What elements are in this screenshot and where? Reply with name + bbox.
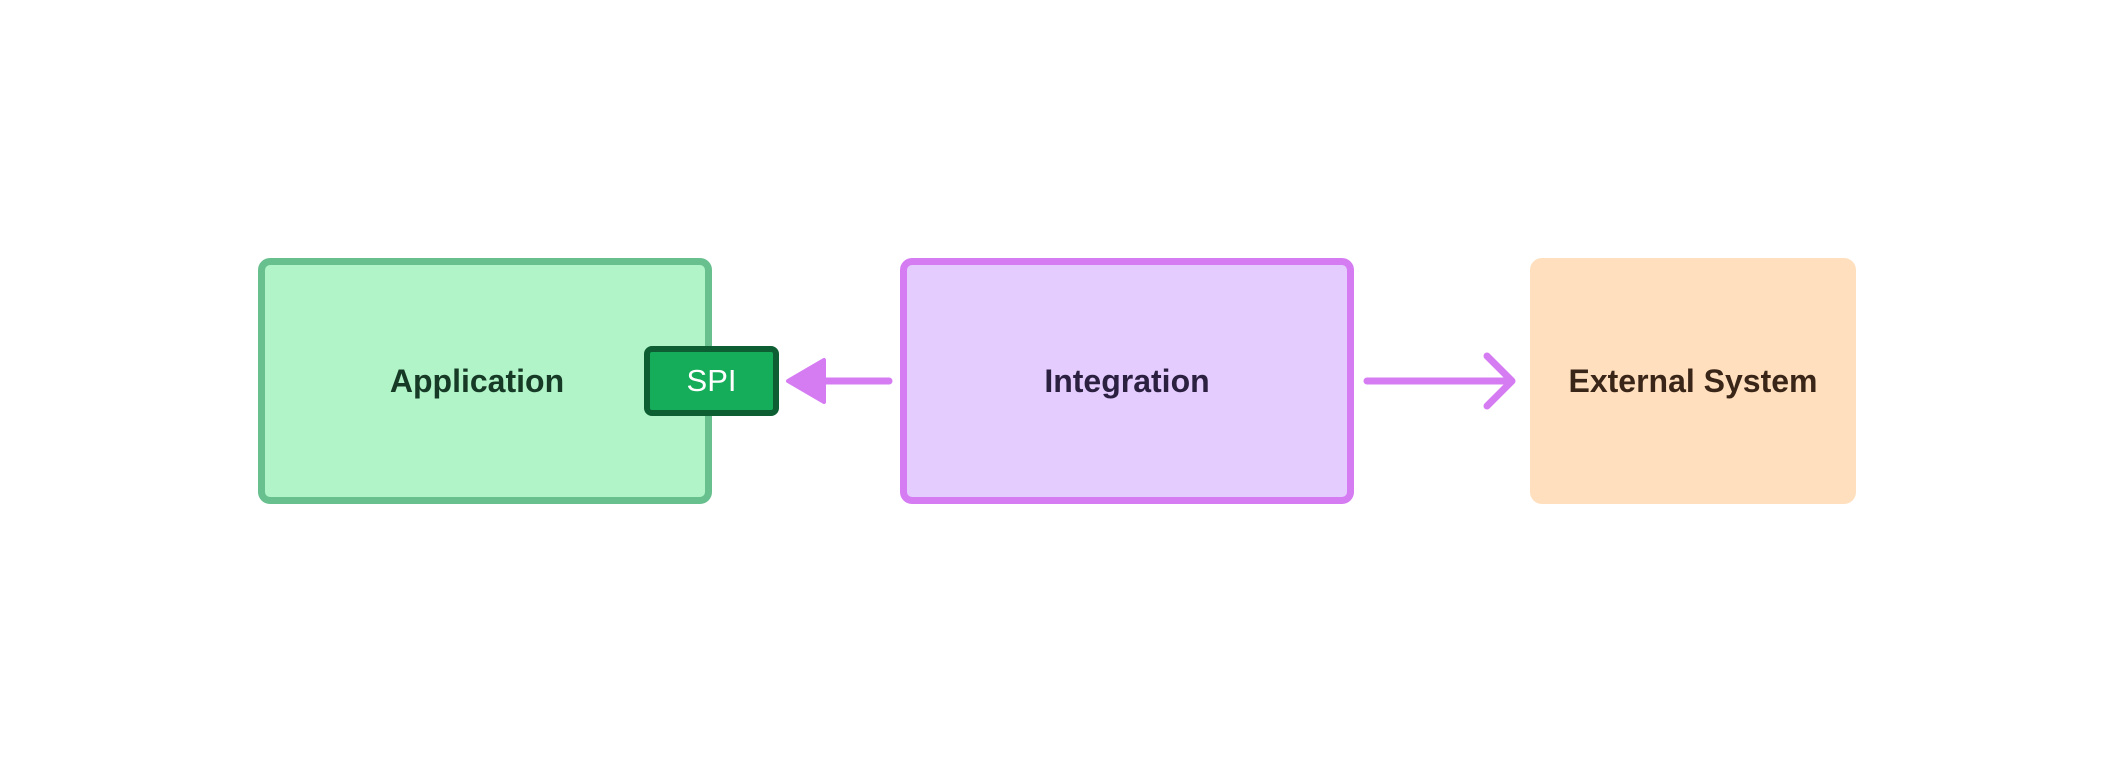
- edge-integration-to-external-arrowhead: [1483, 352, 1516, 410]
- edge-integration-to-spi-arrowhead: [786, 358, 826, 404]
- integration-node-label: Integration: [1044, 362, 1210, 399]
- spi-port[interactable]: SPI: [644, 346, 779, 416]
- external-system-node-label: External System: [1568, 362, 1818, 399]
- application-node-label: Application: [389, 362, 565, 399]
- external-system-node[interactable]: External System: [1530, 258, 1856, 504]
- application-node[interactable]: Application: [258, 258, 712, 504]
- spi-port-label: SPI: [686, 363, 737, 398]
- integration-node[interactable]: Integration: [900, 258, 1354, 504]
